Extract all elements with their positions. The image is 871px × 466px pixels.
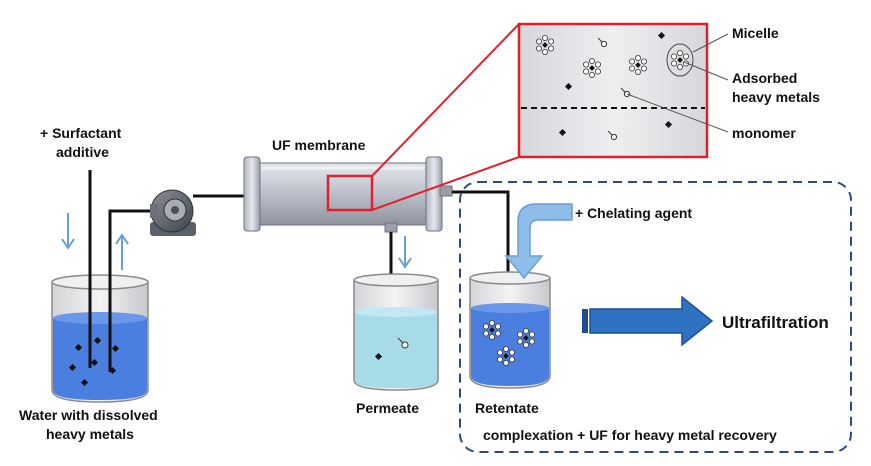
permeate-down-arrow [398, 236, 412, 269]
feed-heavy-metal-particles [68, 336, 120, 387]
retentate-liquid [471, 308, 549, 386]
inset-heavy-metals [558, 31, 673, 137]
feed-water [53, 318, 147, 400]
recovery-dashed-box [459, 181, 852, 453]
permeate-beaker [353, 273, 439, 391]
pump[interactable] [150, 189, 196, 236]
zoom-connector-bottom [371, 156, 520, 211]
recovery-caption: complexation + UF for heavy metal recove… [483, 427, 777, 443]
surfactant-label-line1: + Surfactant [40, 125, 122, 141]
membrane-zoom-window [326, 174, 374, 212]
feed-label-line1: Water with dissolved [19, 407, 158, 423]
ultrafiltration-label: Ultrafiltration [722, 313, 829, 332]
feed-label-line2: heavy metals [46, 426, 134, 442]
adsorbed-label-line1: Adsorbed [732, 70, 797, 86]
uf-membrane-label: UF membrane [272, 137, 366, 153]
chelating-agent-label: + Chelating agent [575, 205, 692, 221]
highlighted-micelle-ring [666, 43, 694, 77]
inset-monomers [597, 37, 631, 141]
ultrafiltration-arrow [582, 295, 714, 347]
permeate-liquid [355, 312, 437, 388]
feed-beaker [51, 274, 149, 403]
permeate-metal-particle [374, 352, 383, 361]
retentate-micelles [482, 319, 535, 366]
zoom-connector-top [371, 23, 520, 177]
retentate-beaker [469, 271, 551, 389]
feed-up-arrow [115, 233, 129, 270]
retentate-label: Retentate [475, 400, 539, 416]
membrane-zoom-inset [517, 22, 709, 159]
uf-membrane-module[interactable] [243, 156, 453, 233]
inset-micelles [535, 34, 689, 78]
monomer-label: monomer [732, 125, 796, 141]
feed-down-arrow [61, 213, 75, 250]
adsorbed-label-line2: heavy metals [732, 89, 820, 105]
chelating-agent-arrow [504, 203, 573, 280]
pump-suction-pipe [108, 209, 150, 372]
permeate-label: Permeate [356, 400, 419, 416]
permeate-monomer [397, 337, 409, 349]
micelle-label: Micelle [732, 25, 779, 41]
surfactant-label-line2: additive [56, 144, 109, 160]
inset-callout-lines [626, 33, 729, 133]
